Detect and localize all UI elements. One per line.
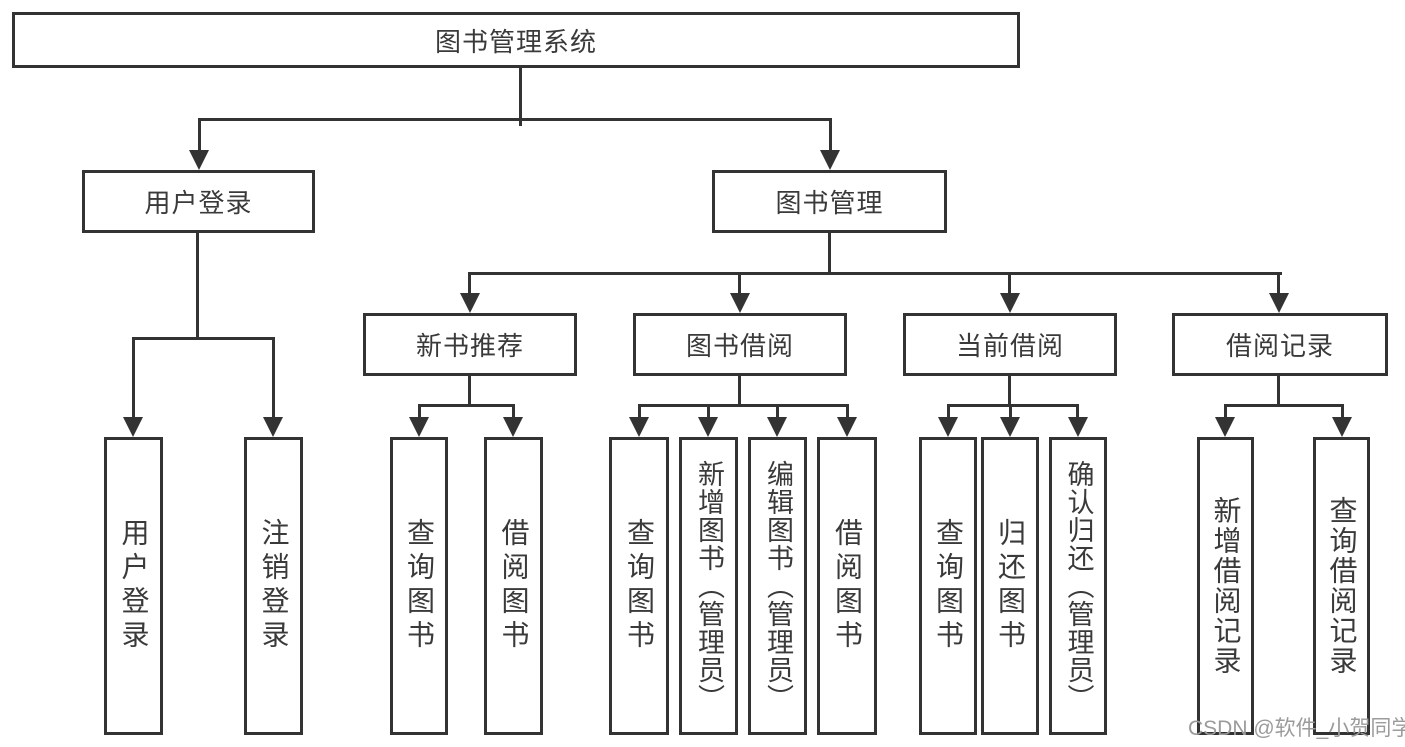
node-nb-borrow: 借阅图书	[484, 437, 543, 735]
arrowhead-bb-add	[698, 417, 718, 437]
connector-br-query-drop	[1341, 404, 1344, 420]
node-borrow-records: 借阅记录	[1172, 313, 1388, 376]
node-br-add: 新增借阅记录	[1197, 437, 1254, 735]
csdn-watermark: CSDN @软件_小贺同学	[1188, 717, 1405, 740]
arrowhead-nb-borrow	[503, 417, 523, 437]
node-book-mgmt: 图书管理	[712, 170, 947, 233]
arrowhead-cb-return	[1000, 417, 1020, 437]
arrowhead-bb-borrow	[837, 417, 857, 437]
node-bb-borrow-label: 借阅图书	[832, 518, 863, 654]
connector-user-login-drop	[198, 118, 201, 154]
arrowhead-logout	[263, 417, 283, 437]
node-book-borrow: 图书借阅	[633, 313, 847, 376]
connector-user-login-stem	[196, 233, 199, 340]
connector-user-login-bus	[132, 337, 275, 340]
arrowhead-login	[123, 417, 143, 437]
arrowhead-cb-query	[938, 417, 958, 437]
connector-br-add-drop	[1224, 404, 1227, 420]
node-br-query-label: 查询借阅记录	[1326, 496, 1358, 676]
node-bb-add: 新增图书（管理员）	[679, 437, 738, 735]
node-bb-edit: 编辑图书（管理员）	[748, 437, 807, 735]
arrowhead-book-borrow	[730, 293, 750, 313]
arrowhead-new-book-rec	[460, 293, 480, 313]
node-current-borrow: 当前借阅	[903, 313, 1117, 376]
connector-login-drop	[132, 337, 135, 420]
node-br-query: 查询借阅记录	[1313, 437, 1370, 735]
connector-borrow-records-drop	[1277, 272, 1280, 297]
connector-root-stem	[519, 68, 522, 126]
connector-book-mgmt-drop	[829, 118, 832, 154]
connector-cb-return-drop	[1009, 404, 1012, 420]
connector-level3-bus	[468, 272, 1282, 275]
arrowhead-bb-edit	[767, 417, 787, 437]
arrowhead-borrow-records	[1269, 293, 1289, 313]
connector-level2-bus	[198, 118, 832, 121]
connector-bb-borrow-drop	[846, 404, 849, 420]
node-nb-borrow-label: 借阅图书	[498, 518, 530, 654]
node-login-label: 用户登录	[118, 518, 150, 654]
node-cb-confirm: 确认归还（管理员）	[1049, 437, 1107, 735]
connector-book-mgmt-stem	[828, 233, 831, 275]
connector-book-borrow-stem	[738, 376, 741, 407]
connector-logout-drop	[272, 337, 275, 420]
node-bb-add-label: 新增图书（管理员）	[694, 460, 724, 712]
connector-book-borrow-bus	[638, 404, 849, 407]
node-nb-query: 查询图书	[390, 437, 448, 735]
connector-nb-borrow-drop	[512, 404, 515, 420]
node-cb-query: 查询图书	[919, 437, 977, 735]
node-cb-confirm-label: 确认归还（管理员）	[1063, 460, 1094, 712]
arrowhead-br-add	[1215, 417, 1235, 437]
connector-current-borrow-stem	[1008, 376, 1011, 407]
connector-bb-query-drop	[638, 404, 641, 420]
connector-borrow-records-stem	[1277, 376, 1280, 407]
node-cb-return: 归还图书	[981, 437, 1039, 735]
arrowhead-bb-query	[629, 417, 649, 437]
connector-bb-edit-drop	[776, 404, 779, 420]
connector-cb-confirm-drop	[1076, 404, 1079, 420]
node-logout-label: 注销登录	[258, 518, 290, 654]
node-bb-query-label: 查询图书	[624, 518, 655, 654]
connector-current-borrow-drop	[1008, 272, 1011, 297]
arrowhead-cb-confirm	[1068, 417, 1088, 437]
node-login: 用户登录	[104, 437, 163, 735]
connector-nb-query-drop	[418, 404, 421, 420]
arrowhead-book-mgmt	[820, 150, 840, 170]
arrowhead-br-query	[1332, 417, 1352, 437]
arrowhead-current-borrow	[1000, 293, 1020, 313]
connector-new-book-rec-drop	[468, 272, 471, 297]
connector-new-book-rec-bus	[418, 404, 515, 407]
connector-cb-query-drop	[947, 404, 950, 420]
connector-new-book-rec-stem	[468, 376, 471, 407]
node-bb-edit-label: 编辑图书（管理员）	[763, 460, 793, 712]
node-cb-query-label: 查询图书	[933, 518, 964, 654]
arrowhead-nb-query	[409, 417, 429, 437]
node-logout: 注销登录	[244, 437, 303, 735]
node-new-book-rec: 新书推荐	[363, 313, 577, 376]
node-br-add-label: 新增借阅记录	[1210, 496, 1242, 676]
node-cb-return-label: 归还图书	[995, 518, 1026, 654]
node-nb-query-label: 查询图书	[404, 518, 435, 654]
connector-book-borrow-drop	[738, 272, 741, 297]
node-bb-borrow: 借阅图书	[817, 437, 877, 735]
arrowhead-user-login	[189, 150, 209, 170]
connector-borrow-records-bus	[1224, 404, 1344, 407]
node-bb-query: 查询图书	[609, 437, 669, 735]
node-user-login: 用户登录	[82, 170, 315, 233]
node-root: 图书管理系统	[12, 12, 1020, 68]
connector-bb-add-drop	[707, 404, 710, 420]
connector-current-borrow-bus	[947, 404, 1079, 407]
